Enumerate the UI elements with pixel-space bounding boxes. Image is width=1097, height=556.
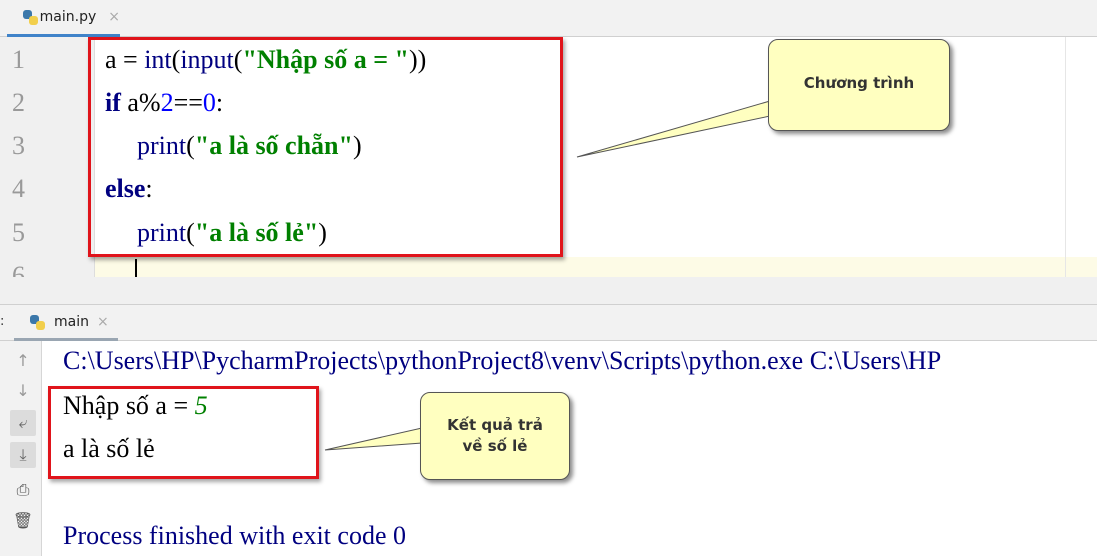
code-token: )) (408, 45, 427, 74)
trash-icon[interactable]: 🗑 (12, 510, 34, 530)
code-line-4: else: (105, 174, 153, 204)
line-number: 4 (12, 174, 25, 203)
code-token: ) (318, 218, 327, 247)
string-literal: "a là số chẵn" (194, 131, 353, 160)
code-line-2: if a%2==0: (105, 88, 223, 118)
tab-label: main.py (39, 9, 97, 25)
line-number: 2 (12, 88, 25, 117)
tab-main-py[interactable]: main.py × (7, 0, 120, 37)
current-line-highlight (0, 257, 1097, 277)
string-literal: "Nhập số a = " (242, 45, 409, 74)
console-result: a là số lẻ (63, 434, 155, 463)
editor-tab-bar: main.py × (0, 0, 1097, 37)
run-tab-bar: : main × (0, 305, 1097, 341)
code-token: ( (186, 131, 195, 160)
result-callout-text-2: về số lẻ (462, 437, 528, 455)
console-finish-message: Process finished with exit code 0 (63, 521, 406, 550)
code-line-3: print("a là số chẵn") (137, 131, 362, 161)
tab-label: main (54, 313, 89, 330)
code-highlight-box (88, 37, 563, 257)
arrow-down-icon[interactable]: ↓ (16, 380, 30, 400)
output-highlight-box (48, 386, 319, 479)
soft-wrap-icon[interactable]: ⤶ (10, 410, 36, 436)
number-literal: 2 (160, 88, 174, 117)
close-tab-icon[interactable]: × (96, 313, 109, 330)
text-caret (135, 259, 137, 277)
console-command-line: C:\Users\HP\PycharmProjects\pythonProjec… (63, 346, 942, 375)
code-token: : (215, 88, 224, 117)
arrow-up-icon[interactable]: ↑ (16, 350, 30, 370)
code-token: int (144, 45, 172, 74)
program-callout-text: Chương trình (803, 74, 915, 92)
close-tab-icon[interactable]: × (108, 9, 120, 25)
keyword: if (105, 88, 121, 117)
console-prompt: Nhập số a = (63, 391, 195, 420)
line-number: 5 (12, 218, 25, 247)
run-toolbar: ↑ ↓ ⤶ ⤓ ⎙ 🗑 (0, 341, 42, 556)
code-token: ( (171, 45, 181, 74)
code-token: a% (120, 88, 161, 117)
console-prompt-line: Nhập số a = 5 (63, 391, 208, 421)
code-token: a = (105, 45, 145, 74)
code-token: ) (352, 131, 362, 160)
right-margin-guide (1065, 37, 1066, 277)
scroll-to-end-icon[interactable]: ⤓ (10, 442, 36, 468)
python-icon (28, 313, 46, 331)
program-callout-pointer (576, 100, 771, 158)
code-token: : (145, 174, 153, 203)
tab-run-main[interactable]: main × (14, 305, 118, 341)
result-callout-text-1: Kết quả trả (447, 416, 543, 434)
code-line-5: print("a là số lẻ") (137, 218, 327, 248)
result-callout-pointer (324, 427, 423, 451)
line-number: 1 (12, 45, 25, 74)
code-token: print (137, 218, 187, 247)
code-token: == (173, 88, 203, 117)
python-file-icon (21, 8, 38, 26)
code-token: input (180, 45, 234, 74)
line-number: 3 (12, 131, 25, 160)
number-literal: 0 (202, 88, 216, 117)
line-number-gutter: 1 2 3 4 5 6 (0, 37, 95, 277)
line-number: 6 (12, 261, 25, 277)
code-token: ( (233, 45, 243, 74)
print-icon[interactable]: ⎙ (16, 480, 30, 499)
editor-status-band (0, 277, 1097, 305)
console-input-value: 5 (194, 391, 208, 420)
string-literal: "a là số lẻ" (194, 218, 319, 247)
run-label: : (0, 314, 5, 329)
keyword: else (105, 174, 146, 203)
code-token: ( (186, 218, 195, 247)
program-callout: Chương trình (768, 39, 950, 131)
result-callout: Kết quả trả về số lẻ (420, 392, 570, 480)
code-token: print (137, 131, 187, 160)
code-line-1: a = int(input("Nhập số a = ")) (105, 45, 426, 75)
